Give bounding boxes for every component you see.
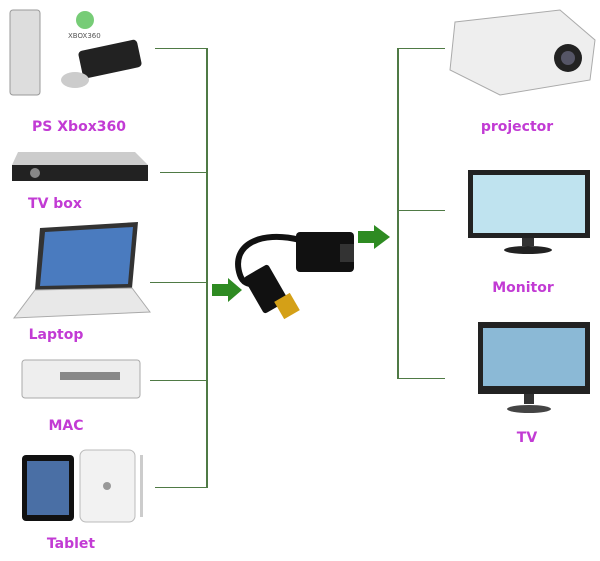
branch-line (398, 210, 445, 211)
right-bus-line (397, 48, 399, 379)
left-bus-line (206, 48, 208, 488)
source-label-tablet: Tablet (46, 536, 96, 552)
tv-icon (478, 322, 590, 413)
branch-line (398, 48, 445, 49)
game-console-icon: XBOX360 (9, 9, 142, 96)
branch-line (150, 380, 207, 381)
output-label-projector: projector (480, 119, 554, 135)
source-label-mac: MAC (48, 418, 84, 434)
projector-icon (449, 9, 596, 96)
branch-line (398, 378, 445, 379)
source-label-tv-box: TV box (28, 196, 82, 212)
mac-mini-icon (21, 359, 141, 399)
output-label-tv: TV (516, 430, 538, 446)
branch-line (160, 172, 207, 173)
laptop-icon (12, 222, 151, 319)
svg-text:XBOX360: XBOX360 (68, 32, 101, 40)
branch-line (155, 48, 207, 49)
hdmi-to-vga-adapter-icon (235, 232, 354, 320)
branch-line (155, 487, 207, 488)
output-label-monitor: Monitor (492, 280, 554, 296)
set-top-box-icon (12, 152, 148, 181)
source-label-ps-xbox360: PS Xbox360 (32, 119, 126, 135)
branch-line (150, 282, 207, 283)
arrow-right-icon (212, 278, 242, 302)
source-label-laptop: Laptop (28, 327, 84, 343)
monitor-icon (468, 170, 590, 254)
arrow-right-icon (358, 225, 390, 249)
tablet-icon (22, 449, 143, 523)
